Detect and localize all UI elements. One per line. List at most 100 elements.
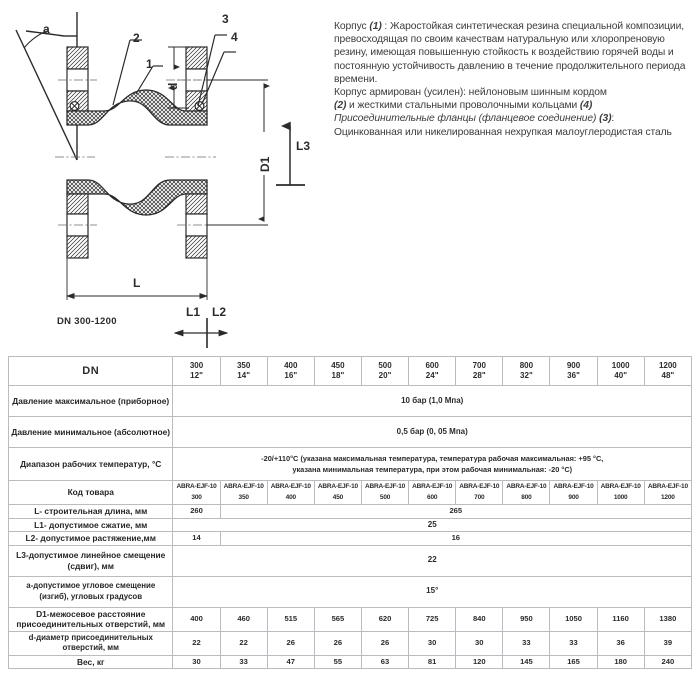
table-row: Давление максимальное (приборное) 10 бар… [7,385,692,417]
callout-label-3: 3 [222,12,229,26]
code-suffix-8: 900 [568,493,579,501]
dimension-label-L1: L1 [186,305,201,319]
rubber-bellows-upper [66,89,208,126]
table-row: Давление минимальное (абсолютное) 0,5 ба… [7,416,692,448]
row-label-pressure-max: Давление максимальное (приборное) [7,385,174,417]
row-value-weight-9: 180 [596,654,645,669]
spec-paragraph-2: Корпус армирован (усилен): нейлоновым ши… [334,86,696,99]
table-row: Диапазон рабочих температур, °C -20/+110… [7,447,692,481]
row-value-weight-0: 30 [172,654,221,669]
row-value-D1-8: 1050 [549,606,598,632]
spec-ref-1: (1) [369,21,382,32]
row-label-pressure-min: Давление минимальное (абсолютное) [7,416,174,448]
table-row: L2- допустимое растяжение,мм 14 16 [7,531,693,546]
code-prefix-3: ABRA-EJF-10 [317,483,358,490]
row-value-angular-a: 15° [172,575,692,608]
row-value-D1-1: 460 [219,606,268,632]
size-in-10: 48" [661,371,675,380]
right-flange-lower [177,193,216,259]
size-in-3: 18" [331,371,345,380]
row-value-D1-4: 620 [360,606,410,632]
callout-leaders [112,34,236,107]
dimension-L3 [276,121,305,186]
spec-ref-4: (4) [579,100,593,112]
rubber-bellows-lower [66,179,208,216]
row-label-bolt-hole-d: d-диаметр присоединительных отверстий, м… [7,630,174,656]
size-mm-10: 1200 [658,360,677,370]
size-mm-7: 800 [519,360,534,370]
row-value-weight-10: 240 [643,654,693,669]
row-value-D1-6: 840 [455,606,504,632]
row-value-D1-0: 400 [172,606,221,632]
spec-line3-rest: и жесткими стальными проволочными кольца… [346,100,580,112]
row-value-weight-8: 165 [549,654,598,669]
dimension-L1-L2 [173,318,229,348]
table-row: D1-межосевое расстояние присоединительны… [7,606,693,632]
code-prefix-8: ABRA-EJF-10 [553,483,594,490]
row-value-D1-7: 950 [502,606,551,632]
spec-line2: Корпус армирован (усилен): нейлоновым ши… [334,87,607,99]
size-in-5: 24" [425,371,439,380]
row-value-weight-4: 63 [360,654,410,669]
dimension-d [166,46,200,109]
spec-line1-prefix: Корпус [334,21,370,32]
table-row: L3-допустимое линейное смещение (сдвиг),… [7,544,692,577]
size-in-0: 12" [190,371,203,380]
code-suffix-5: 600 [427,493,438,501]
row-value-product-code-0: ABRA-EJF-10 300 [172,480,221,505]
dimension-L [65,258,209,300]
left-flange-upper [58,46,97,112]
row-value-extension-L2-rest: 16 [219,531,693,546]
size-mm-6: 700 [472,360,486,370]
table-row: Вес, кг 30 33 47 55 63 81 120 145 165 18… [7,654,693,669]
size-mm-9: 1000 [611,360,630,370]
code-prefix-1: ABRA-EJF-10 [223,483,264,490]
row-label-weight: Вес, кг [7,654,174,669]
size-in-4: 20" [378,371,392,380]
angle-a-indicator [15,29,78,161]
spec-paragraph-1: Корпус (1) : Жаростойкая синтетическая р… [334,20,696,86]
dimension-label-L2: L2 [212,305,227,319]
size-in-2: 16" [284,371,298,380]
row-value-d-5: 30 [408,630,457,656]
size-mm-4: 500 [378,360,392,370]
spec-line4: Присоединительные фланцы (фланцевое соед… [334,113,600,125]
row-value-length-L-rest: 265 [219,504,693,519]
spec-ref-2: (2) [334,100,347,112]
row-label-lateral-L3: L3-допустимое линейное смещение (сдвиг),… [7,544,174,577]
dimension-label-L3: L3 [296,139,311,153]
row-value-d-2: 26 [266,630,315,656]
code-suffix-2: 400 [285,493,296,501]
row-value-product-code-8: ABRA-EJF-10 900 [549,480,598,505]
dimension-label-L: L [133,276,141,290]
row-value-product-code-5: ABRA-EJF-10 600 [408,480,457,505]
code-suffix-0: 300 [191,493,202,501]
row-value-weight-5: 81 [408,654,457,669]
callout-label-4: 4 [231,30,238,44]
size-mm-8: 900 [566,360,581,370]
code-prefix-0: ABRA-EJF-10 [176,483,217,490]
row-label-extension-L2: L2- допустимое растяжение,мм [7,531,174,546]
dimension-label-D1: D1 [258,156,272,172]
callout-label-1: 1 [146,57,153,71]
code-prefix-5: ABRA-EJF-10 [412,483,453,490]
code-prefix-2: ABRA-EJF-10 [270,483,311,490]
row-label-product-code: Код товара [7,480,174,505]
temp-line-1: -20/+110°C (указана максимальная темпера… [261,454,604,463]
row-value-product-code-2: ABRA-EJF-10 400 [266,480,315,505]
row-value-d-7: 33 [502,630,551,656]
row-value-weight-6: 120 [455,654,504,669]
top-section: a 1 2 3 4 d D1 L L1 L2 L3 DN 300-1200 Ко… [0,0,700,348]
